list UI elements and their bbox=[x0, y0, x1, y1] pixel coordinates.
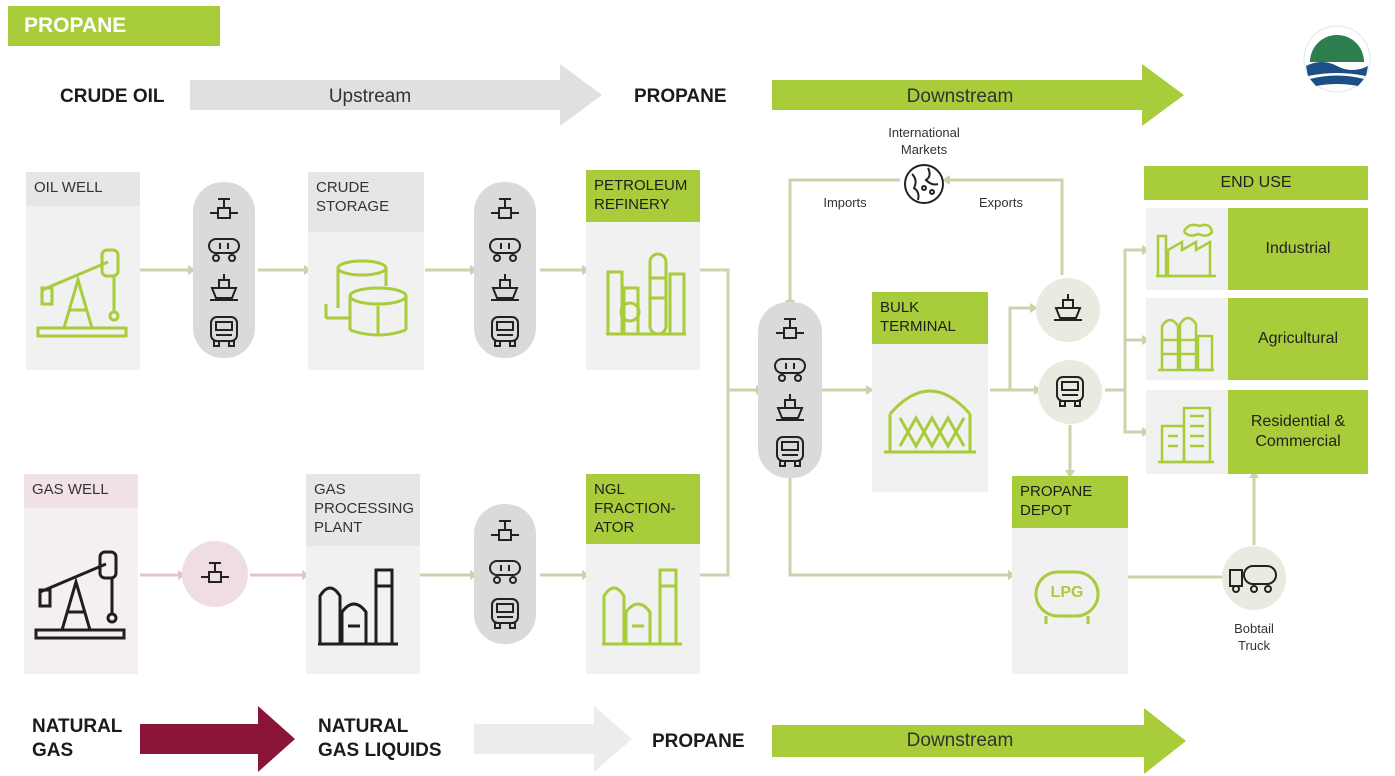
ngl-label-1: NGL bbox=[594, 481, 625, 498]
downstream-arrow-top bbox=[772, 64, 1184, 126]
residential-label-1: Residential & bbox=[1250, 413, 1346, 430]
truck-node bbox=[1038, 360, 1102, 424]
ngl-label-2: FRACTION- bbox=[594, 500, 676, 517]
refinery-label-1: PETROLEUM bbox=[594, 177, 688, 194]
bobtail-label-1: Bobtail bbox=[1234, 621, 1274, 636]
bobtail-truck-icon bbox=[1228, 562, 1280, 594]
downstream-arrow-bottom bbox=[772, 708, 1186, 774]
transport-hub-pill bbox=[758, 302, 822, 478]
gas-plant-label-1: GAS bbox=[314, 481, 346, 498]
crude-storage-label-2: STORAGE bbox=[316, 198, 390, 215]
crude-storage-label-1: CRUDE bbox=[316, 179, 370, 196]
ship-icon bbox=[209, 272, 239, 302]
rail-tank-icon-2 bbox=[487, 234, 523, 262]
residential-label-2: Commercial bbox=[1255, 433, 1341, 450]
gas-well-label: GAS WELL bbox=[24, 474, 138, 508]
storage-tanks-icon bbox=[322, 256, 412, 340]
valve-icon-5 bbox=[775, 316, 805, 344]
terminal-tank-icon bbox=[882, 374, 978, 456]
ship-icon-3 bbox=[775, 392, 805, 422]
propane-depot-label-box: PROPANE DEPOT bbox=[1012, 476, 1128, 528]
lpg-label: LPG bbox=[1050, 584, 1084, 601]
logo bbox=[1302, 24, 1372, 94]
page-title: PROPANE bbox=[8, 6, 220, 46]
downstream-arrow-top-label: Downstream bbox=[906, 86, 1014, 107]
valve-icon bbox=[209, 196, 239, 224]
bulk-terminal-label-box: BULK TERMINAL bbox=[872, 292, 988, 344]
oil-well-label: OIL WELL bbox=[26, 172, 140, 206]
tank-truck-icon-5 bbox=[1054, 374, 1086, 408]
processing-plant-icon bbox=[316, 566, 400, 648]
ngl-label-2: GAS LIQUIDS bbox=[318, 740, 442, 761]
valve-icon-2 bbox=[490, 196, 520, 224]
valve-icon-3 bbox=[200, 560, 230, 588]
gas-plant-label-2: PROCESSING bbox=[314, 500, 415, 517]
imports-label: Imports bbox=[823, 195, 867, 210]
propane-bottom-label: PROPANE bbox=[652, 731, 745, 752]
refinery-label-box: PETROLEUM REFINERY bbox=[586, 170, 700, 222]
oil-pump-icon bbox=[34, 240, 130, 340]
tank-truck-icon-2 bbox=[489, 314, 521, 348]
ngl-label-3: ATOR bbox=[594, 519, 635, 536]
transport-pill-1 bbox=[193, 182, 255, 358]
bulk-terminal-label-1: BULK bbox=[880, 299, 920, 316]
gas-valve-node bbox=[182, 541, 248, 607]
fractionator-icon bbox=[600, 566, 684, 648]
propane-top-label: PROPANE bbox=[634, 86, 727, 107]
refinery-label-2: REFINERY bbox=[594, 196, 670, 213]
upstream-arrow-label: Upstream bbox=[328, 86, 412, 107]
ship-icon-4 bbox=[1053, 292, 1083, 322]
export-ship-node bbox=[1036, 278, 1100, 342]
bobtail-label-2: Truck bbox=[1237, 638, 1271, 653]
crude-storage-label-box: CRUDE STORAGE bbox=[308, 172, 424, 232]
rail-tank-icon-4 bbox=[772, 354, 808, 382]
factory-icon bbox=[1154, 220, 1218, 280]
intl-markets-label-1: International bbox=[888, 125, 960, 140]
downstream-arrow-bottom-label: Downstream bbox=[906, 730, 1014, 751]
building-icon bbox=[1156, 402, 1216, 466]
propane-depot-label-2: DEPOT bbox=[1020, 502, 1072, 519]
ngl-label-1: NATURAL bbox=[318, 716, 409, 737]
gas-plant-label-3: PLANT bbox=[314, 519, 363, 536]
silo-icon bbox=[1156, 310, 1216, 374]
tank-truck-icon-3 bbox=[489, 596, 521, 630]
upstream-arrow bbox=[190, 64, 602, 126]
tank-truck-icon-4 bbox=[774, 434, 806, 468]
bulk-terminal-label-2: TERMINAL bbox=[880, 318, 956, 335]
crude-oil-label: CRUDE OIL bbox=[60, 86, 165, 107]
agricultural-label: Agricultural bbox=[1228, 298, 1368, 380]
rail-tank-icon bbox=[206, 234, 242, 262]
refinery-icon bbox=[604, 248, 688, 338]
globe-icon bbox=[902, 162, 946, 206]
exports-label: Exports bbox=[978, 195, 1024, 210]
natural-gas-arrow bbox=[140, 706, 295, 772]
rail-tank-icon-3 bbox=[487, 556, 523, 584]
gas-pump-icon bbox=[32, 542, 128, 642]
valve-icon-4 bbox=[490, 518, 520, 546]
industrial-label: Industrial bbox=[1228, 208, 1368, 290]
intl-markets-label-2: Markets bbox=[900, 142, 948, 157]
gas-plant-label-box: GAS PROCESSING PLANT bbox=[306, 474, 420, 546]
ngl-label-box: NGL FRACTION- ATOR bbox=[586, 474, 700, 544]
transport-pill-2 bbox=[474, 182, 536, 358]
ship-icon-2 bbox=[490, 272, 520, 302]
propane-depot-label-1: PROPANE bbox=[1020, 483, 1093, 500]
lpg-tank-icon bbox=[1032, 566, 1102, 626]
ngl-arrow bbox=[474, 706, 632, 772]
natural-gas-label-2: GAS bbox=[32, 740, 74, 761]
residential-label: Residential & Commercial bbox=[1228, 390, 1368, 474]
natural-gas-label-1: NATURAL bbox=[32, 716, 123, 737]
end-use-header: END USE bbox=[1144, 166, 1368, 200]
tank-truck-icon bbox=[208, 314, 240, 348]
